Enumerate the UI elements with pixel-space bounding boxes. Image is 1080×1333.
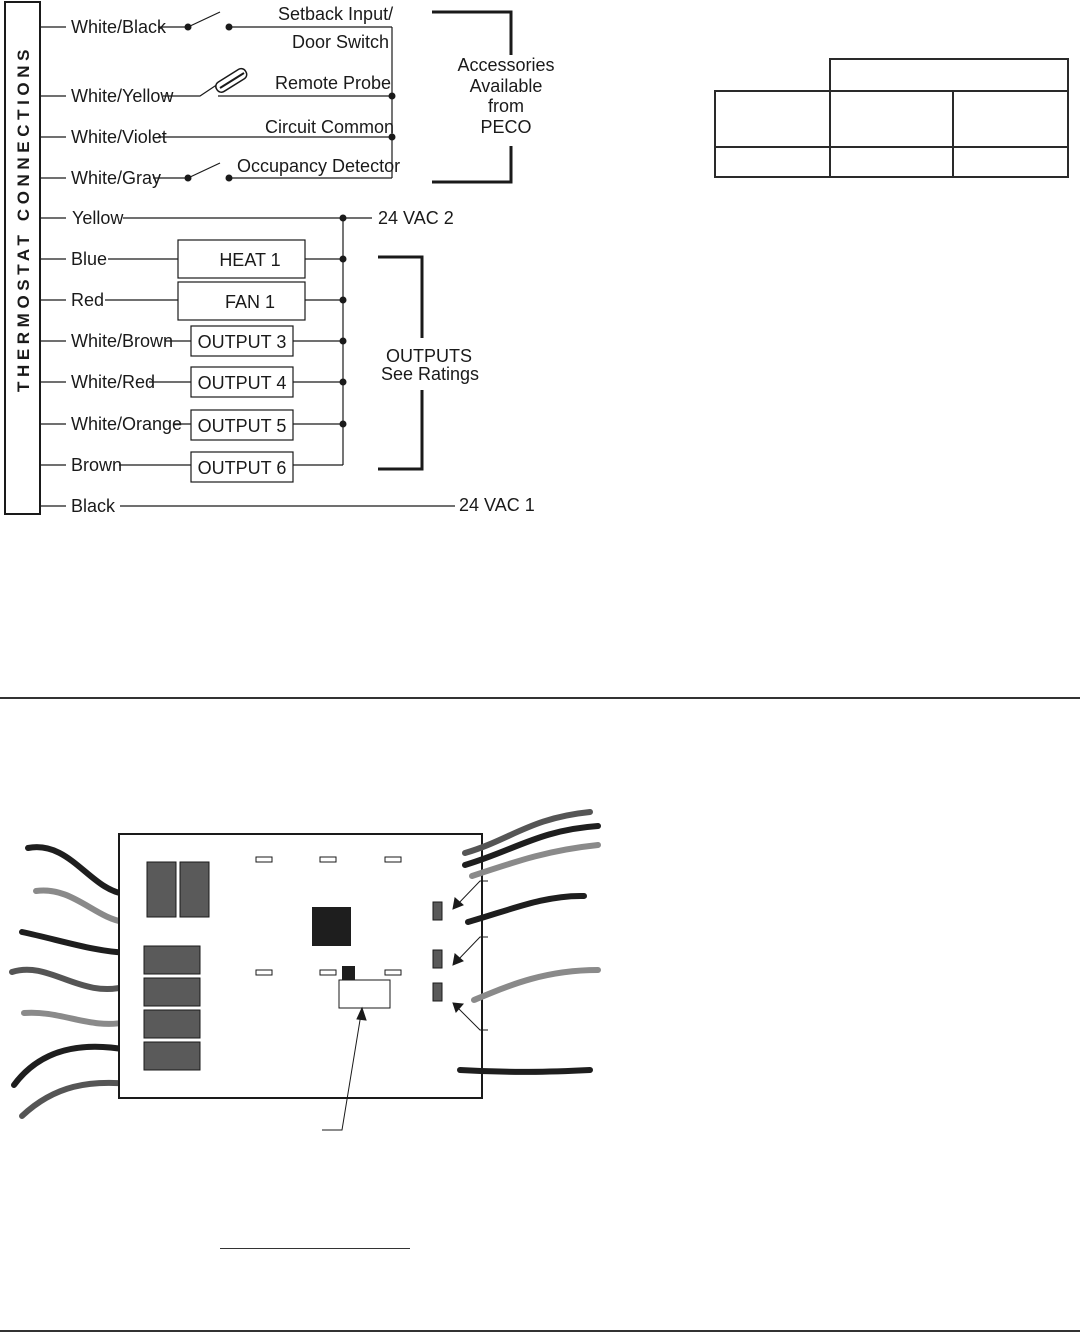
board-wire-left-4 (9, 966, 131, 992)
accessories-line-2: Available (470, 76, 543, 96)
relay-side-1 (143, 945, 201, 975)
ratings-table-cell (952, 146, 1069, 178)
relay-side-2 (143, 977, 201, 1007)
board-wire-right-6 (457, 1067, 593, 1075)
device-label-door-switch: Door Switch (292, 32, 389, 52)
section-divider (0, 697, 1080, 699)
wiring-diagram: THERMOSTAT CONNECTIONS White/Black Setba… (4, 1, 555, 516)
board-wire-right-5 (471, 967, 601, 1003)
fan1-label: FAN 1 (225, 292, 275, 312)
output6-label: OUTPUT 6 (198, 458, 287, 478)
output4-label: OUTPUT 4 (198, 373, 287, 393)
outputs-note-line-2: See Ratings (381, 364, 479, 384)
page-bottom-rule (0, 1330, 1080, 1332)
wire-label-yellow: Yellow (72, 208, 124, 228)
ratings-table-cell (829, 146, 954, 178)
setback-switch (187, 11, 221, 28)
board-pad (255, 969, 273, 976)
board-wire-left-7 (19, 1079, 134, 1119)
remote-probe-icon (215, 67, 248, 93)
board-pad (384, 969, 402, 976)
board-pad (255, 856, 273, 863)
caption-underline (220, 1248, 410, 1249)
wire-label-brown: Brown (71, 455, 122, 475)
fan1-box (177, 281, 306, 321)
board-wire-left-2 (33, 887, 127, 925)
board-wire-right-1 (462, 809, 593, 856)
led-1 (432, 901, 443, 921)
device-label-occupancy: Occupancy Detector (237, 156, 400, 176)
heat1-box (177, 239, 306, 279)
ratings-table-cell (714, 146, 831, 178)
device-label-remote-probe: Remote Probe (275, 73, 391, 93)
circuit-board-illustration (9, 809, 601, 1131)
accessories-bracket (432, 10, 513, 184)
dip-switch-callout (322, 1006, 367, 1131)
occupancy-switch (187, 162, 221, 179)
accessories-line-3: from (488, 96, 524, 116)
dip-switch (338, 979, 391, 1009)
dip-switch-knob (342, 966, 355, 980)
output3-box (190, 325, 294, 357)
output6-box (190, 451, 294, 483)
wire-label-white-gray: White/Gray (71, 168, 161, 188)
output5-label: OUTPUT 5 (198, 416, 287, 436)
wire-label-white-violet: White/Violet (71, 127, 167, 147)
board-wire-left-5 (21, 1009, 129, 1027)
wire-label-white-orange: White/Orange (71, 414, 182, 434)
board-wire-left-1 (25, 844, 128, 897)
board-pad (319, 856, 337, 863)
ratings-table-cell (714, 90, 831, 148)
thermostat-connections-bar (4, 1, 41, 515)
power-label-24vac1: 24 VAC 1 (459, 495, 535, 515)
board-wire-left-3 (19, 929, 133, 956)
board-wire-right-2 (462, 823, 601, 868)
led-callouts (452, 880, 488, 1031)
led-2 (432, 949, 443, 969)
board-wire-left-6 (11, 1043, 136, 1088)
board-pad (319, 969, 337, 976)
wire-label-red: Red (71, 290, 104, 310)
ratings-table (714, 58, 1069, 178)
board-wire-right-4 (465, 892, 587, 925)
thermostat-connections-title: THERMOSTAT CONNECTIONS (14, 45, 33, 392)
ratings-table-cell (829, 90, 954, 148)
power-label-24vac2: 24 VAC 2 (378, 208, 454, 228)
processor-chip (312, 907, 351, 946)
wire-label-black: Black (71, 496, 116, 516)
relay-side-3 (143, 1009, 201, 1039)
heat1-label: HEAT 1 (219, 250, 280, 270)
relay-side-4 (143, 1041, 201, 1071)
ratings-table-header-span (829, 58, 1069, 92)
device-label-circuit-common: Circuit Common (265, 117, 394, 137)
relay-top-1 (146, 861, 177, 918)
outputs-bracket (378, 255, 424, 471)
wire-label-blue: Blue (71, 249, 107, 269)
wire-label-white-black: White/Black (71, 17, 167, 37)
outputs-note-line-1: OUTPUTS (386, 346, 472, 366)
board-wire-right-3 (469, 842, 601, 879)
wire-label-white-brown: White/Brown (71, 331, 173, 351)
output5-box (190, 409, 294, 441)
output3-label: OUTPUT 3 (198, 332, 287, 352)
wire-label-white-yellow: White/Yellow (71, 86, 174, 106)
device-label-setback: Setback Input/ (278, 4, 393, 24)
output4-box (190, 366, 294, 398)
accessories-line-4: PECO (480, 117, 531, 137)
wire-label-white-red: White/Red (71, 372, 155, 392)
accessories-line-1: Accessories (457, 55, 554, 75)
board-pad (384, 856, 402, 863)
relay-top-2 (179, 861, 210, 918)
ratings-table-cell (952, 90, 1069, 148)
led-3 (432, 982, 443, 1002)
